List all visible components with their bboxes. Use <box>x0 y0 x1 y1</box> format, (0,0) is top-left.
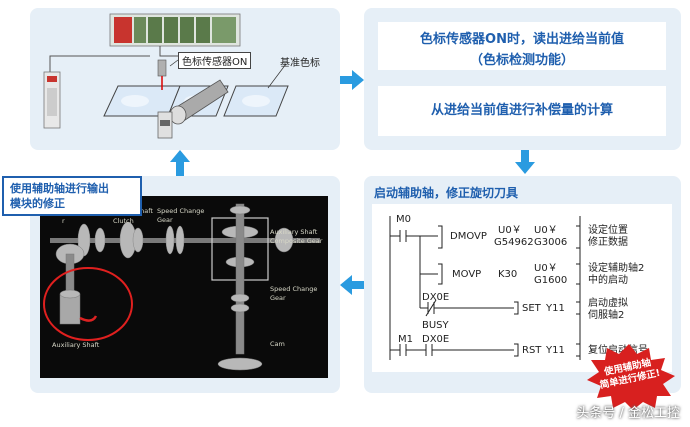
step-2-text: 从进给当前值进行补偿量的计算 <box>430 103 613 118</box>
ladder-rung3-busy: BUSY <box>422 320 449 331</box>
sim-label-speed-change-2: Speed Change <box>270 285 318 293</box>
ladder-rung1-src-top: U0￥ <box>498 225 522 236</box>
ladder-rung4-operand: Y11 <box>546 345 565 356</box>
ladder-diagram <box>389 216 581 360</box>
sim-label-r: r <box>62 217 65 225</box>
cutter-roller-icon <box>157 79 229 139</box>
ladder-rung3-instr: SET <box>522 303 541 314</box>
ladder-rung1-src-bottom: G54962 <box>494 237 534 248</box>
color-mark-sensor-icon <box>157 59 167 77</box>
ladder-rung3-comment-1: 启动虚拟 <box>588 298 628 309</box>
servo-amplifier-icon <box>43 71 61 129</box>
ladder-rung1-comment-2: 修正数据 <box>588 237 628 248</box>
ladder-diagram-area <box>372 204 672 372</box>
sim-label-aux-composite-1: Auxiliary Shaft <box>270 228 318 236</box>
sim-label-cam: Cam <box>270 340 285 348</box>
step-2-box: 从进给当前值进行补偿量的计算 <box>378 86 666 136</box>
callout-line2: 模块的修正 <box>10 197 65 210</box>
ladder-contact-m0: M0 <box>396 214 411 225</box>
plc-rack-icon <box>109 13 241 47</box>
sim-label-aux-shaft: Auxiliary Shaft <box>52 341 100 349</box>
ladder-rung1-comment-1: 设定位置 <box>588 225 628 236</box>
ladder-rung2-dst-top: U0￥ <box>534 263 558 274</box>
arrow-up-icon <box>170 150 190 176</box>
arrow-left-icon <box>340 275 364 295</box>
source-watermark: 头条号 / 金松工控 <box>576 406 680 421</box>
ladder-rung2-comment-2: 中的启动 <box>588 275 628 286</box>
simulation-screen <box>40 196 328 378</box>
ladder-rung2-instr: MOVP <box>452 269 482 280</box>
callout-line1: 使用辅助轴进行输出 <box>10 182 109 195</box>
sim-label-gear: Gear <box>157 216 173 224</box>
sim-label-gear-2: Gear <box>270 294 286 302</box>
step-3-title: 启动辅助轴，修正旋切刀具 <box>374 186 519 200</box>
ladder-rung4-comment-1: 复位启动信号 <box>588 345 648 356</box>
step-1-box: 色标传感器ON时，读出进给当前值 （色标检测功能） <box>378 22 666 70</box>
sensor-on-label: 色标传感器ON <box>178 52 252 69</box>
ladder-rung2-comment-1: 设定辅助轴2 <box>588 263 645 274</box>
ladder-rung4-instr: RST <box>522 345 542 356</box>
sim-label-aux-composite-2: Composite Gear <box>270 237 323 245</box>
ladder-rung3-contact: DX0E <box>422 292 450 303</box>
mechanical-simulation <box>43 203 320 371</box>
sim-label-speed-change: Speed Change <box>157 207 205 215</box>
ladder-rung4-contact2: DX0E <box>422 334 450 345</box>
ladder-rung2-dst-bottom: G1600 <box>534 275 568 286</box>
sim-label-shaft: Shaft <box>136 207 153 215</box>
ladder-rung4-contact1: M1 <box>398 334 413 345</box>
aux-shaft-highlight-circle <box>43 267 133 341</box>
ladder-rung1-instr: DMOVP <box>450 231 487 242</box>
correction-starburst-badge <box>587 344 675 410</box>
ladder-rung2-src: K30 <box>498 269 518 280</box>
ladder-rung1-dst-bottom: G3006 <box>534 237 568 248</box>
ladder-rung1-dst-top: U0￥ <box>534 225 558 236</box>
sensor-machine-illustration <box>43 13 289 139</box>
aux-shaft-callout: 使用辅助轴进行输出 模块的修正 <box>2 176 142 216</box>
step-1-line1: 色标传感器ON时，读出进给当前值 <box>420 32 624 47</box>
sensor-illustration-panel: 色标传感器ON 基准色标 <box>30 8 340 150</box>
arrow-down-icon <box>515 150 535 174</box>
reference-mark-label: 基准色标 <box>280 58 320 69</box>
ladder-rung3-comment-2: 伺服轴2 <box>588 310 625 321</box>
step-1-line2: （色标检测功能） <box>469 53 574 68</box>
ladder-rung3-operand: Y11 <box>546 303 565 314</box>
arrow-right-icon <box>340 70 364 90</box>
sim-label-clutch: Clutch <box>113 217 134 225</box>
